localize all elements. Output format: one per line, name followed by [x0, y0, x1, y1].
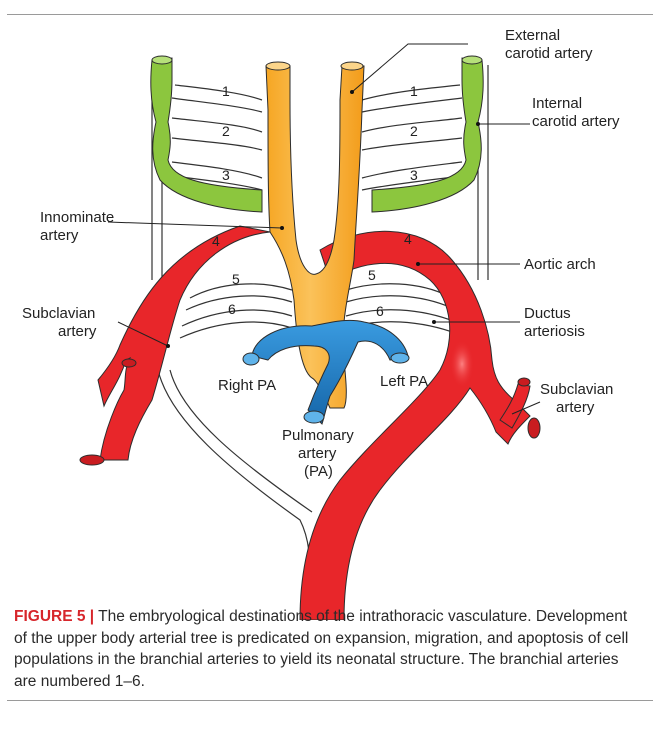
- label-external-carotid: External carotid artery: [505, 27, 593, 62]
- label-ductus-arteriosis: Ductus arteriosis: [524, 305, 585, 340]
- bottom-rule: [7, 700, 653, 701]
- right-carotid-tip: [462, 56, 482, 64]
- figure-caption: FIGURE 5 | The embryological destination…: [14, 606, 644, 692]
- label-innominate-artery: Innominate artery: [40, 209, 118, 244]
- arch-num-left-4: 4: [212, 233, 220, 249]
- arch-num-left-3: 3: [222, 167, 230, 183]
- left-carotid-tip: [152, 56, 172, 64]
- arch-num-right-3: 3: [410, 167, 418, 183]
- label-subclavian-left: Subclavian artery: [22, 305, 100, 340]
- right-pa-tip: [243, 353, 259, 365]
- orange-left-tip: [266, 62, 290, 70]
- right-subclavian-tip: [528, 418, 540, 438]
- label-subclavian-right: Subclavian artery: [540, 381, 618, 416]
- arch-num-right-1: 1: [410, 83, 418, 99]
- label-left-pa: Left PA: [380, 373, 428, 390]
- arch-num-left-6: 6: [228, 301, 236, 317]
- left-sub-branch-tip: [122, 359, 136, 367]
- left-pa-tip: [391, 353, 409, 363]
- caption-text: The embryological destinations of the in…: [14, 608, 628, 690]
- arch-num-right-2: 2: [410, 123, 418, 139]
- arch-num-left-5: 5: [232, 271, 240, 287]
- right-sub-branch-tip: [518, 378, 530, 386]
- arch-num-right-5: 5: [368, 267, 376, 283]
- aortic-arch-diagram: 1 2 3 4 5 6 1 2 3 4 5 6: [0, 0, 655, 620]
- arch-shine: [450, 340, 474, 388]
- arch-num-left-1: 1: [222, 83, 230, 99]
- arch-num-right-4: 4: [404, 231, 412, 247]
- left-subclavian-tip: [80, 455, 104, 465]
- pulmonary-tip: [304, 411, 324, 423]
- orange-right-tip: [341, 62, 363, 70]
- label-internal-carotid: Internal carotid artery: [532, 95, 620, 130]
- figure-label: FIGURE 5 |: [14, 608, 94, 625]
- label-right-pa: Right PA: [218, 377, 276, 394]
- arch-num-left-2: 2: [222, 123, 230, 139]
- label-aortic-arch: Aortic arch: [524, 256, 596, 273]
- green-carotids: [151, 58, 483, 212]
- arch-num-right-6: 6: [376, 303, 384, 319]
